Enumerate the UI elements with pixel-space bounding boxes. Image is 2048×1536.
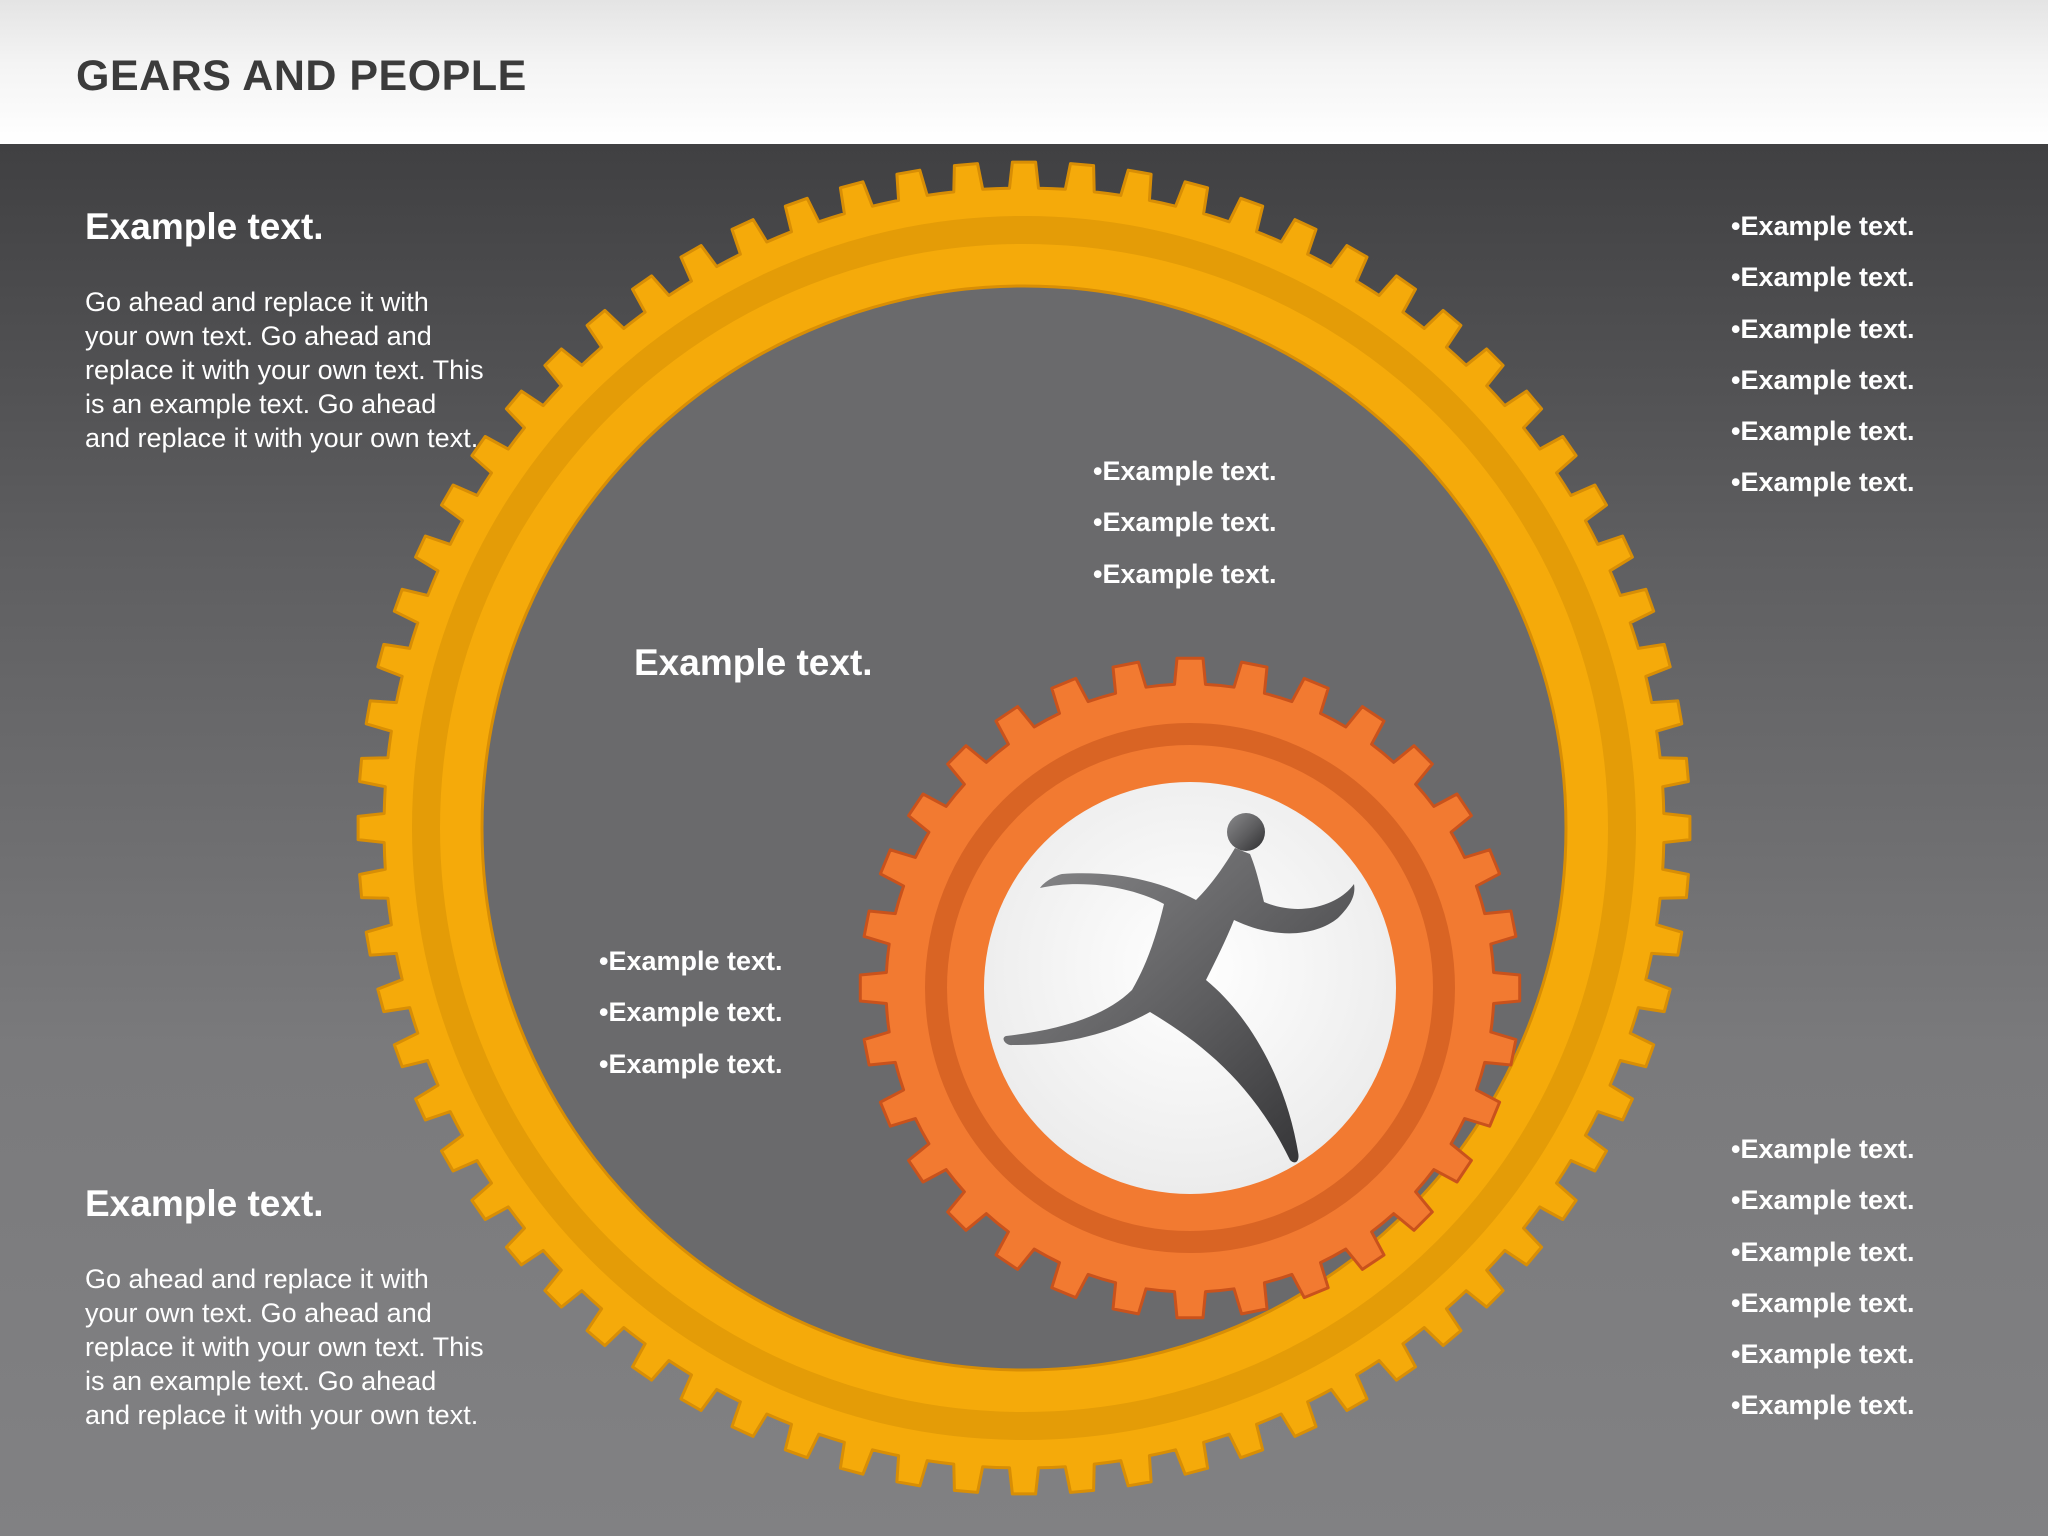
bullet-item: Example text.: [599, 945, 782, 996]
bullet-item: Example text.: [1731, 1133, 1914, 1184]
bottom-left-paragraph: Go ahead and replace it with your own te…: [85, 1264, 484, 1430]
bullet-item: Example text.: [1731, 364, 1914, 415]
running-person-icon: [1003, 813, 1355, 1163]
bullet-item: Example text.: [1093, 558, 1276, 609]
bottom-left-heading: Example text.: [85, 1183, 324, 1224]
figure-head: [1227, 813, 1265, 851]
bullet-item: Example text.: [1731, 466, 1914, 517]
bullet-item: Example text.: [1731, 210, 1914, 261]
large-gear-ring-band: [412, 216, 1636, 1440]
bullet-item: Example text.: [599, 996, 782, 1047]
small-gear-ring-band: [925, 723, 1455, 1253]
top-right-bullet-list: Example text. Example text. Example text…: [1731, 210, 1914, 518]
bottom-right-bullet-list: Example text. Example text. Example text…: [1731, 1133, 1914, 1441]
figure-body: [1003, 848, 1355, 1163]
bullet-item: Example text.: [1731, 1287, 1914, 1338]
bullet-item: Example text.: [1093, 506, 1276, 557]
bullet-item: Example text.: [1731, 1389, 1914, 1440]
center-heading: Example text.: [634, 642, 873, 683]
bullet-item: Example text.: [1731, 415, 1914, 466]
top-left-paragraph: Go ahead and replace it with your own te…: [85, 287, 484, 453]
bullet-item: Example text.: [1731, 261, 1914, 312]
bullet-item: Example text.: [1731, 1236, 1914, 1287]
bullet-item: Example text.: [1731, 1184, 1914, 1235]
header-bar: GEARS AND PEOPLE: [0, 0, 2048, 144]
bullet-item: Example text.: [1093, 455, 1276, 506]
center-lower-bullet-list: Example text. Example text. Example text…: [599, 945, 782, 1099]
center-upper-bullet-list: Example text. Example text. Example text…: [1093, 455, 1276, 609]
bullet-item: Example text.: [599, 1048, 782, 1099]
top-left-heading: Example text.: [85, 206, 324, 247]
bullet-item: Example text.: [1731, 1338, 1914, 1389]
bullet-item: Example text.: [1731, 313, 1914, 364]
page-title: GEARS AND PEOPLE: [76, 52, 527, 100]
